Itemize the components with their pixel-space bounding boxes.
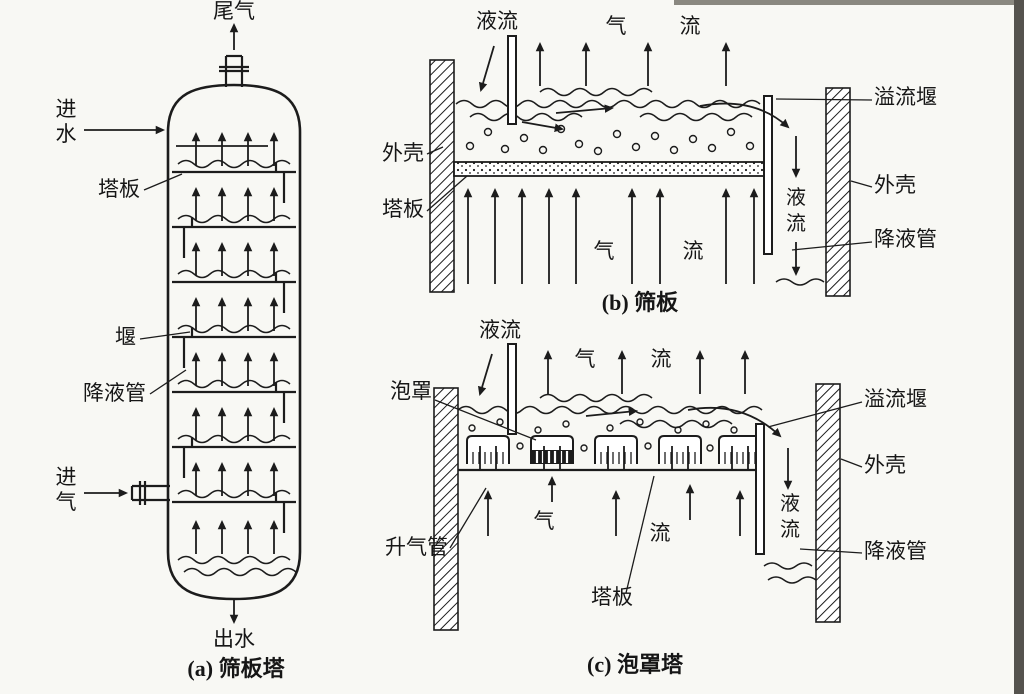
- leader-tray-a: [143, 173, 183, 191]
- leader-overflow-weir-b: [775, 98, 873, 101]
- scan-edge-top: [674, 0, 1014, 5]
- leader-downcomer-b: [791, 241, 873, 251]
- label-gas-top-b: 气: [606, 14, 627, 38]
- shell-wall-right-b: [825, 87, 851, 297]
- label-liquid-in-b: 液流: [476, 9, 518, 33]
- bubbles-b: [465, 124, 755, 156]
- label-overflow-weir-b: 溢流堰: [874, 85, 937, 109]
- liquid-in-arrow-c: [477, 353, 493, 396]
- label-water-in-char1: 进: [56, 97, 77, 121]
- leader-bubble-cap-c: [434, 399, 537, 441]
- leader-downcomer-c: [799, 548, 863, 554]
- leader-overflow-weir-c: [767, 401, 863, 428]
- caption-c: (c) 泡罩塔: [587, 652, 684, 677]
- label-weir-a: 堰: [115, 325, 136, 349]
- label-liquid-down-char1-b: 液: [786, 186, 806, 209]
- overflow-weir-plate-c: [755, 423, 765, 555]
- downcomers-and-weirs: [182, 162, 286, 533]
- leader-tray-c: [625, 475, 655, 594]
- label-liquid-in-c: 液流: [479, 318, 521, 342]
- label-overflow-weir-c: 溢流堰: [864, 387, 927, 411]
- tray-plate-b: [453, 161, 767, 177]
- caption-a: (a) 筛板塔: [187, 656, 285, 681]
- label-flow-mid-c: 流: [650, 521, 671, 545]
- gas-up-arrows: [196, 134, 274, 554]
- leader-tray-b: [426, 175, 468, 212]
- label-tray-a: 塔板: [98, 177, 140, 201]
- label-flow-top-b: 流: [680, 14, 701, 38]
- panel-a: 尾气 进 水: [56, 0, 302, 681]
- column-shell: [166, 83, 302, 601]
- leader-riser-c: [449, 487, 487, 549]
- surface-flow-arrow-b: [555, 104, 615, 114]
- leader-weir-a: [139, 331, 191, 340]
- liquid-in-arrow-b: [478, 45, 495, 92]
- label-bubble-cap-c: 泡罩: [390, 379, 432, 403]
- label-liquid-down-char1-c: 液: [780, 492, 800, 515]
- label-liquid-down-char2-c: 流: [780, 518, 800, 541]
- label-gas-in-char1: 进: [56, 465, 77, 489]
- panel-c: 液流 气 流 气 流 液 流 溢流堰 外壳 降液管 泡罩: [385, 318, 927, 677]
- label-water-out: 出水: [213, 627, 255, 651]
- bubbles-c: [468, 418, 738, 452]
- label-flow-top-c: 流: [651, 347, 672, 371]
- bubble-caps: [466, 435, 762, 471]
- panel-b: 液流 气 流 气 流 液 流: [382, 9, 937, 315]
- gas-inlet-nozzle: [130, 481, 170, 505]
- label-gas-in-char2: 气: [56, 490, 77, 514]
- liquid-spread-arrow-b: [521, 121, 565, 132]
- inlet-downcomer-plate-b: [507, 35, 517, 125]
- label-downcomer-a: 降液管: [83, 381, 146, 405]
- label-tray-b: 塔板: [382, 197, 424, 221]
- leader-shell-c: [840, 458, 863, 468]
- leader-shell-left-b: [426, 146, 444, 155]
- label-riser-c: 升气管: [385, 535, 448, 559]
- overflow-weir-plate-b: [763, 95, 773, 255]
- shell-wall-left-c: [433, 387, 459, 631]
- shell-wall-right-c: [815, 383, 841, 623]
- gas-out-arrows-b: [535, 41, 731, 86]
- label-downcomer-c: 降液管: [864, 539, 927, 563]
- overflow-arrow-c: [687, 406, 782, 438]
- label-shell-left-b: 外壳: [382, 141, 424, 165]
- label-gas-top-c: 气: [575, 347, 596, 371]
- leader-shell-right-b: [850, 180, 873, 188]
- label-liquid-down-char2-b: 流: [786, 212, 806, 235]
- overflow-arrow-b: [699, 102, 790, 129]
- label-gas-bottom-b: 气: [594, 239, 615, 263]
- gas-under-tray-arrows-c: [483, 475, 745, 536]
- leader-downcomer-a: [149, 369, 187, 395]
- top-nozzle: [219, 54, 249, 87]
- highlighted-cap-band: [531, 450, 573, 464]
- scan-edge-right: [1014, 0, 1024, 694]
- gas-out-arrows-c: [543, 349, 750, 394]
- label-tail-gas: 尾气: [213, 0, 255, 23]
- label-gas-mid-c: 气: [534, 509, 555, 533]
- label-shell-right-b: 外壳: [874, 173, 916, 197]
- label-shell-c: 外壳: [864, 453, 906, 477]
- label-water-in-char2: 水: [56, 122, 77, 146]
- trays: [172, 170, 296, 504]
- label-downcomer-b: 降液管: [874, 227, 937, 251]
- shell-wall-left-b: [429, 59, 455, 293]
- surface-flow-arrow-c: [585, 407, 639, 417]
- caption-b: (b) 筛板: [602, 290, 679, 315]
- label-tray-c: 塔板: [591, 585, 633, 609]
- gas-under-tray-arrows-b: [463, 187, 759, 284]
- label-flow-bottom-b: 流: [683, 239, 704, 263]
- inlet-downcomer-plate-c: [507, 343, 517, 435]
